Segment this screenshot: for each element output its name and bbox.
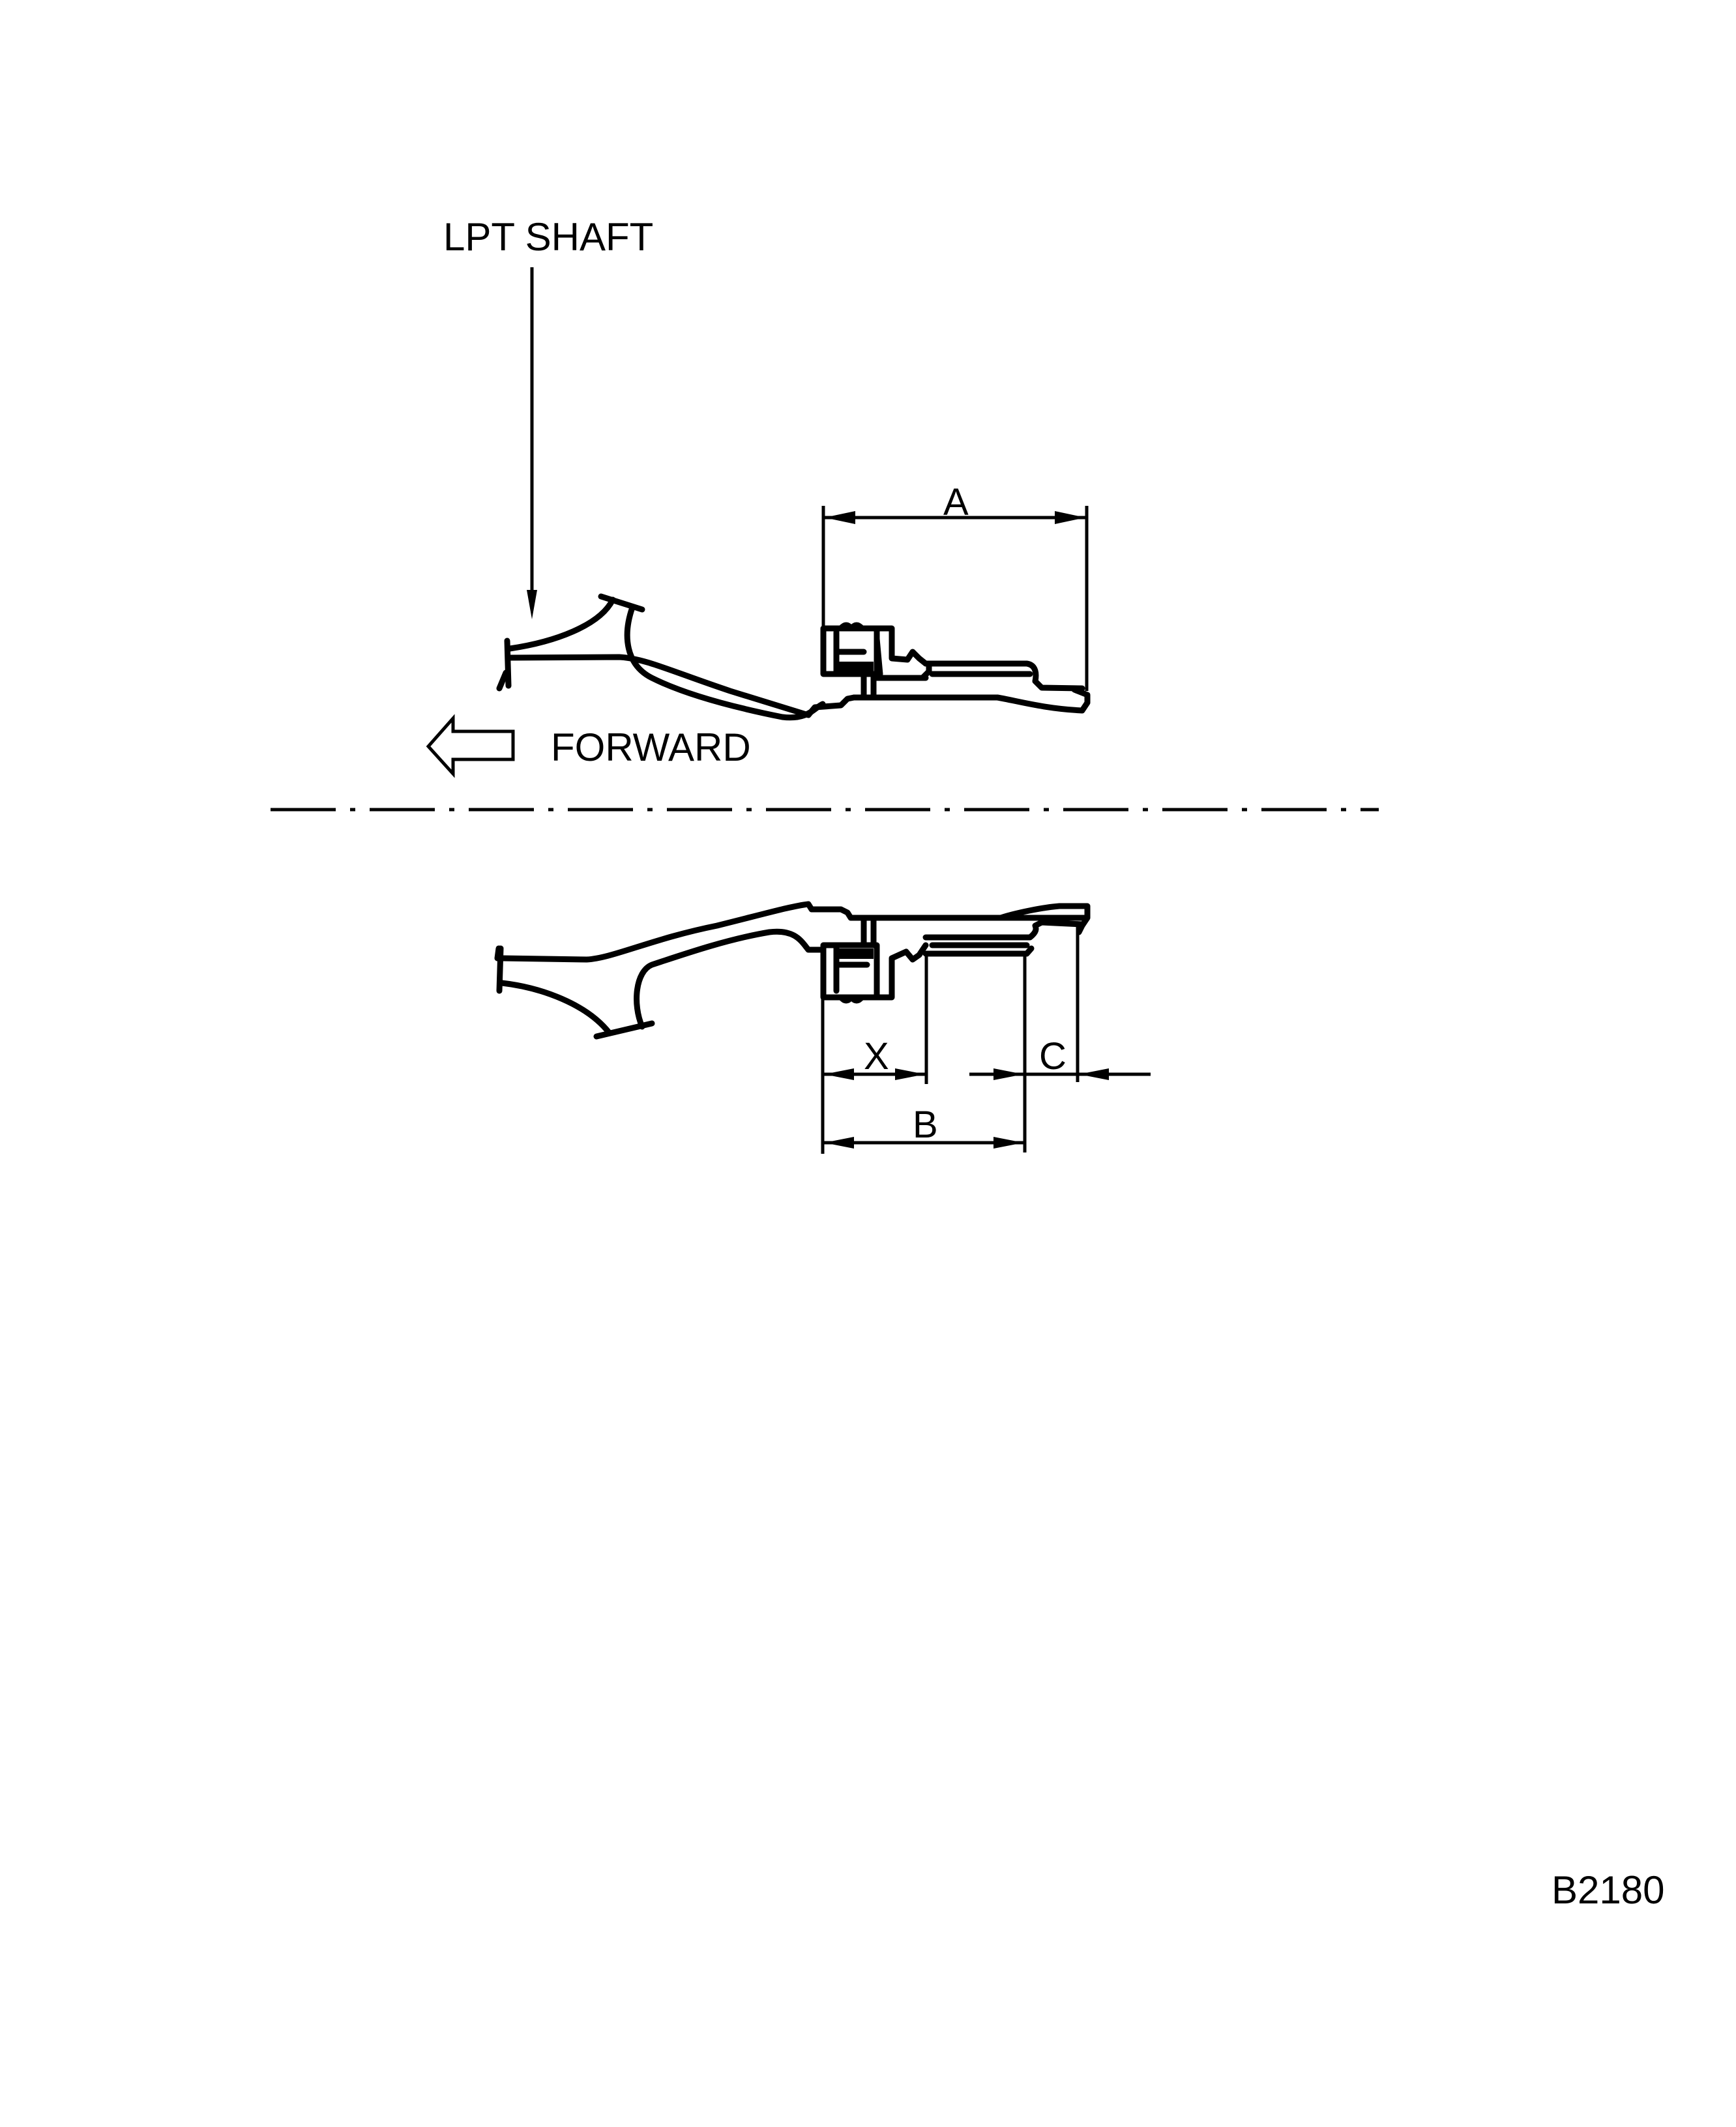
lpt-shaft-label: LPT SHAFT [443, 215, 653, 259]
dimension-c: C [969, 1035, 1151, 1080]
dimensions-lower: X C B [821, 926, 1151, 1154]
dimension-a: A [821, 481, 1089, 691]
dimension-a-label: A [943, 481, 969, 523]
lpt-shaft-leader-arrow-icon [527, 267, 537, 619]
forward-arrow-icon [426, 714, 515, 778]
dimension-b: B [824, 1104, 1023, 1149]
figure-id-label: B2180 [1552, 1868, 1665, 1912]
dimension-x: X [824, 1035, 925, 1080]
dimension-c-label: C [1039, 1035, 1067, 1078]
forward-direction-indicator: FORWARD [426, 714, 751, 778]
upper-shaft-section [496, 593, 1091, 721]
dimension-x-label: X [864, 1035, 889, 1078]
lower-shaft-section [494, 901, 1091, 1040]
forward-label: FORWARD [551, 726, 751, 769]
dimension-b-label: B [913, 1104, 938, 1146]
